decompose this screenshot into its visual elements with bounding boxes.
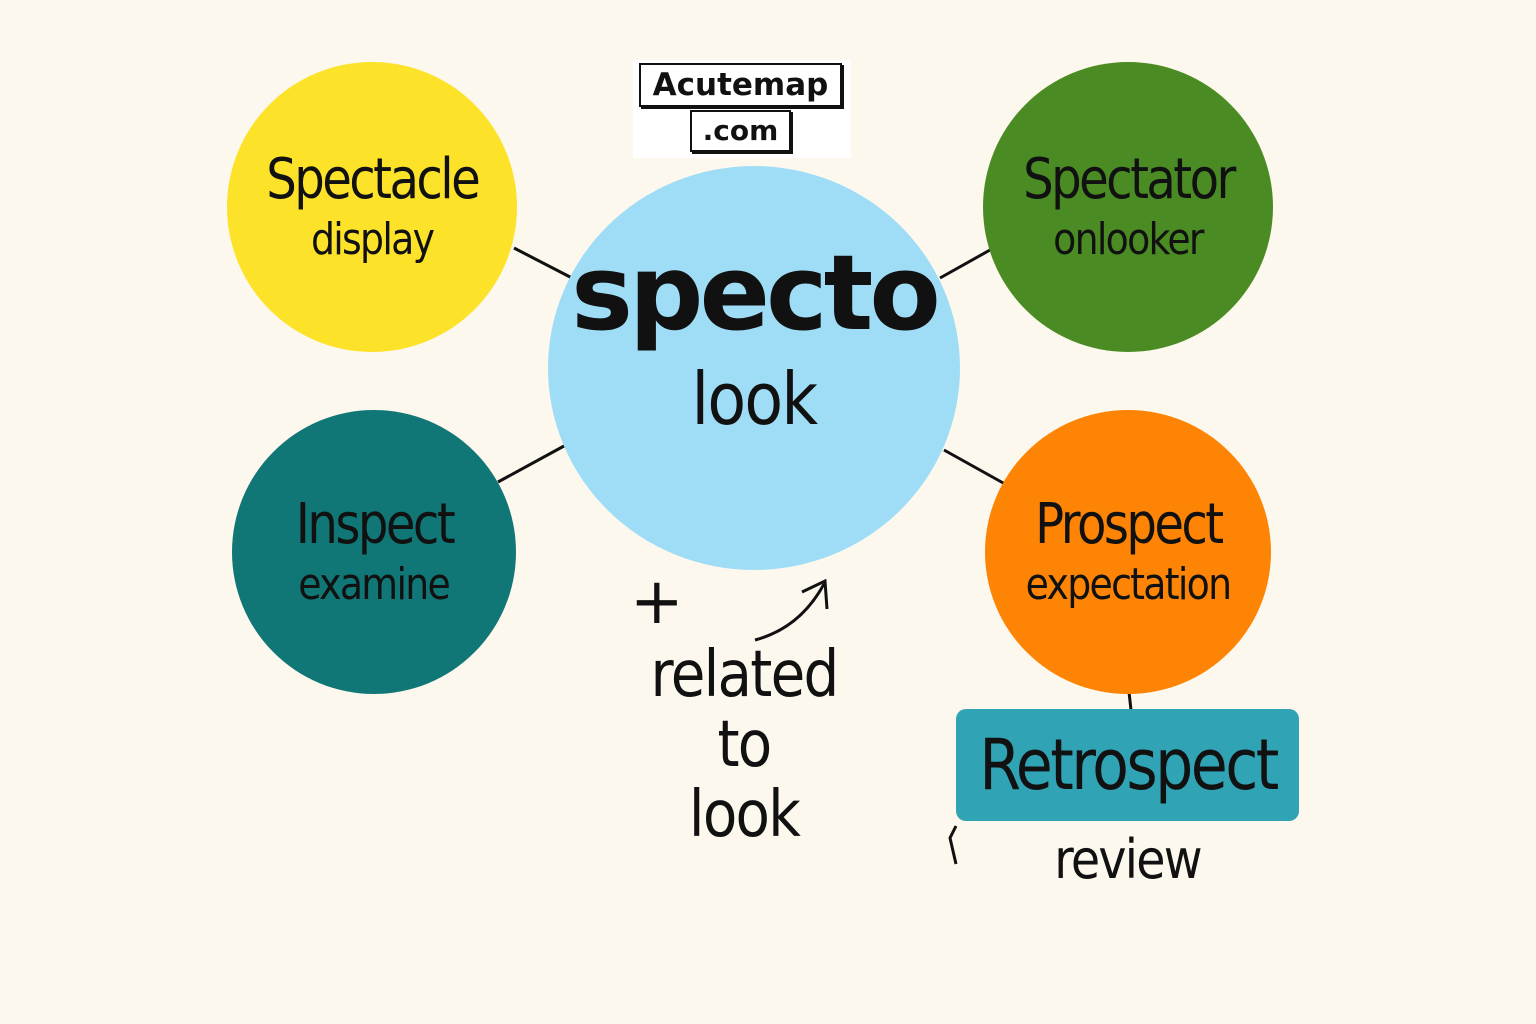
- node-meaning: review: [1054, 828, 1202, 891]
- connector-spectator: [939, 248, 991, 280]
- root-meaning: look: [691, 356, 819, 441]
- node-meaning: display: [310, 214, 435, 266]
- root-word: specto: [571, 231, 941, 354]
- connector-prospect: [943, 448, 1006, 486]
- logo-domain: .com: [690, 110, 791, 152]
- node-meaning: examine: [298, 559, 452, 611]
- connector-inspect: [497, 444, 565, 484]
- connector-retrospect: [1127, 691, 1133, 711]
- node-word: Prospect: [1034, 491, 1224, 557]
- node-spectacle: Spectacle display: [227, 62, 517, 352]
- node-word: Spectator: [1022, 146, 1236, 212]
- node-word: Inspect: [295, 491, 455, 557]
- tick-mark-icon: [948, 825, 958, 865]
- node-meaning: onlooker: [1053, 214, 1204, 266]
- node-word: Spectacle: [266, 146, 481, 212]
- node-word: Retrospect: [978, 724, 1279, 806]
- arrow-head-icon: [801, 578, 829, 610]
- annotation-line: look: [688, 778, 801, 852]
- central-root-node: specto look: [548, 166, 960, 570]
- logo-name: Acutemap: [639, 63, 842, 107]
- plus-icon: +: [630, 565, 684, 639]
- annotation-text: related to look: [621, 640, 867, 850]
- node-inspect: Inspect examine: [232, 410, 516, 694]
- annotation-line: related to: [650, 638, 840, 782]
- node-spectator: Spectator onlooker: [983, 62, 1273, 352]
- node-prospect: Prospect expectation: [985, 410, 1271, 694]
- connector-spectacle: [513, 246, 573, 280]
- node-meaning: expectation: [1025, 559, 1232, 611]
- arrow-icon: [754, 583, 826, 642]
- node-retrospect: Retrospect: [956, 709, 1299, 821]
